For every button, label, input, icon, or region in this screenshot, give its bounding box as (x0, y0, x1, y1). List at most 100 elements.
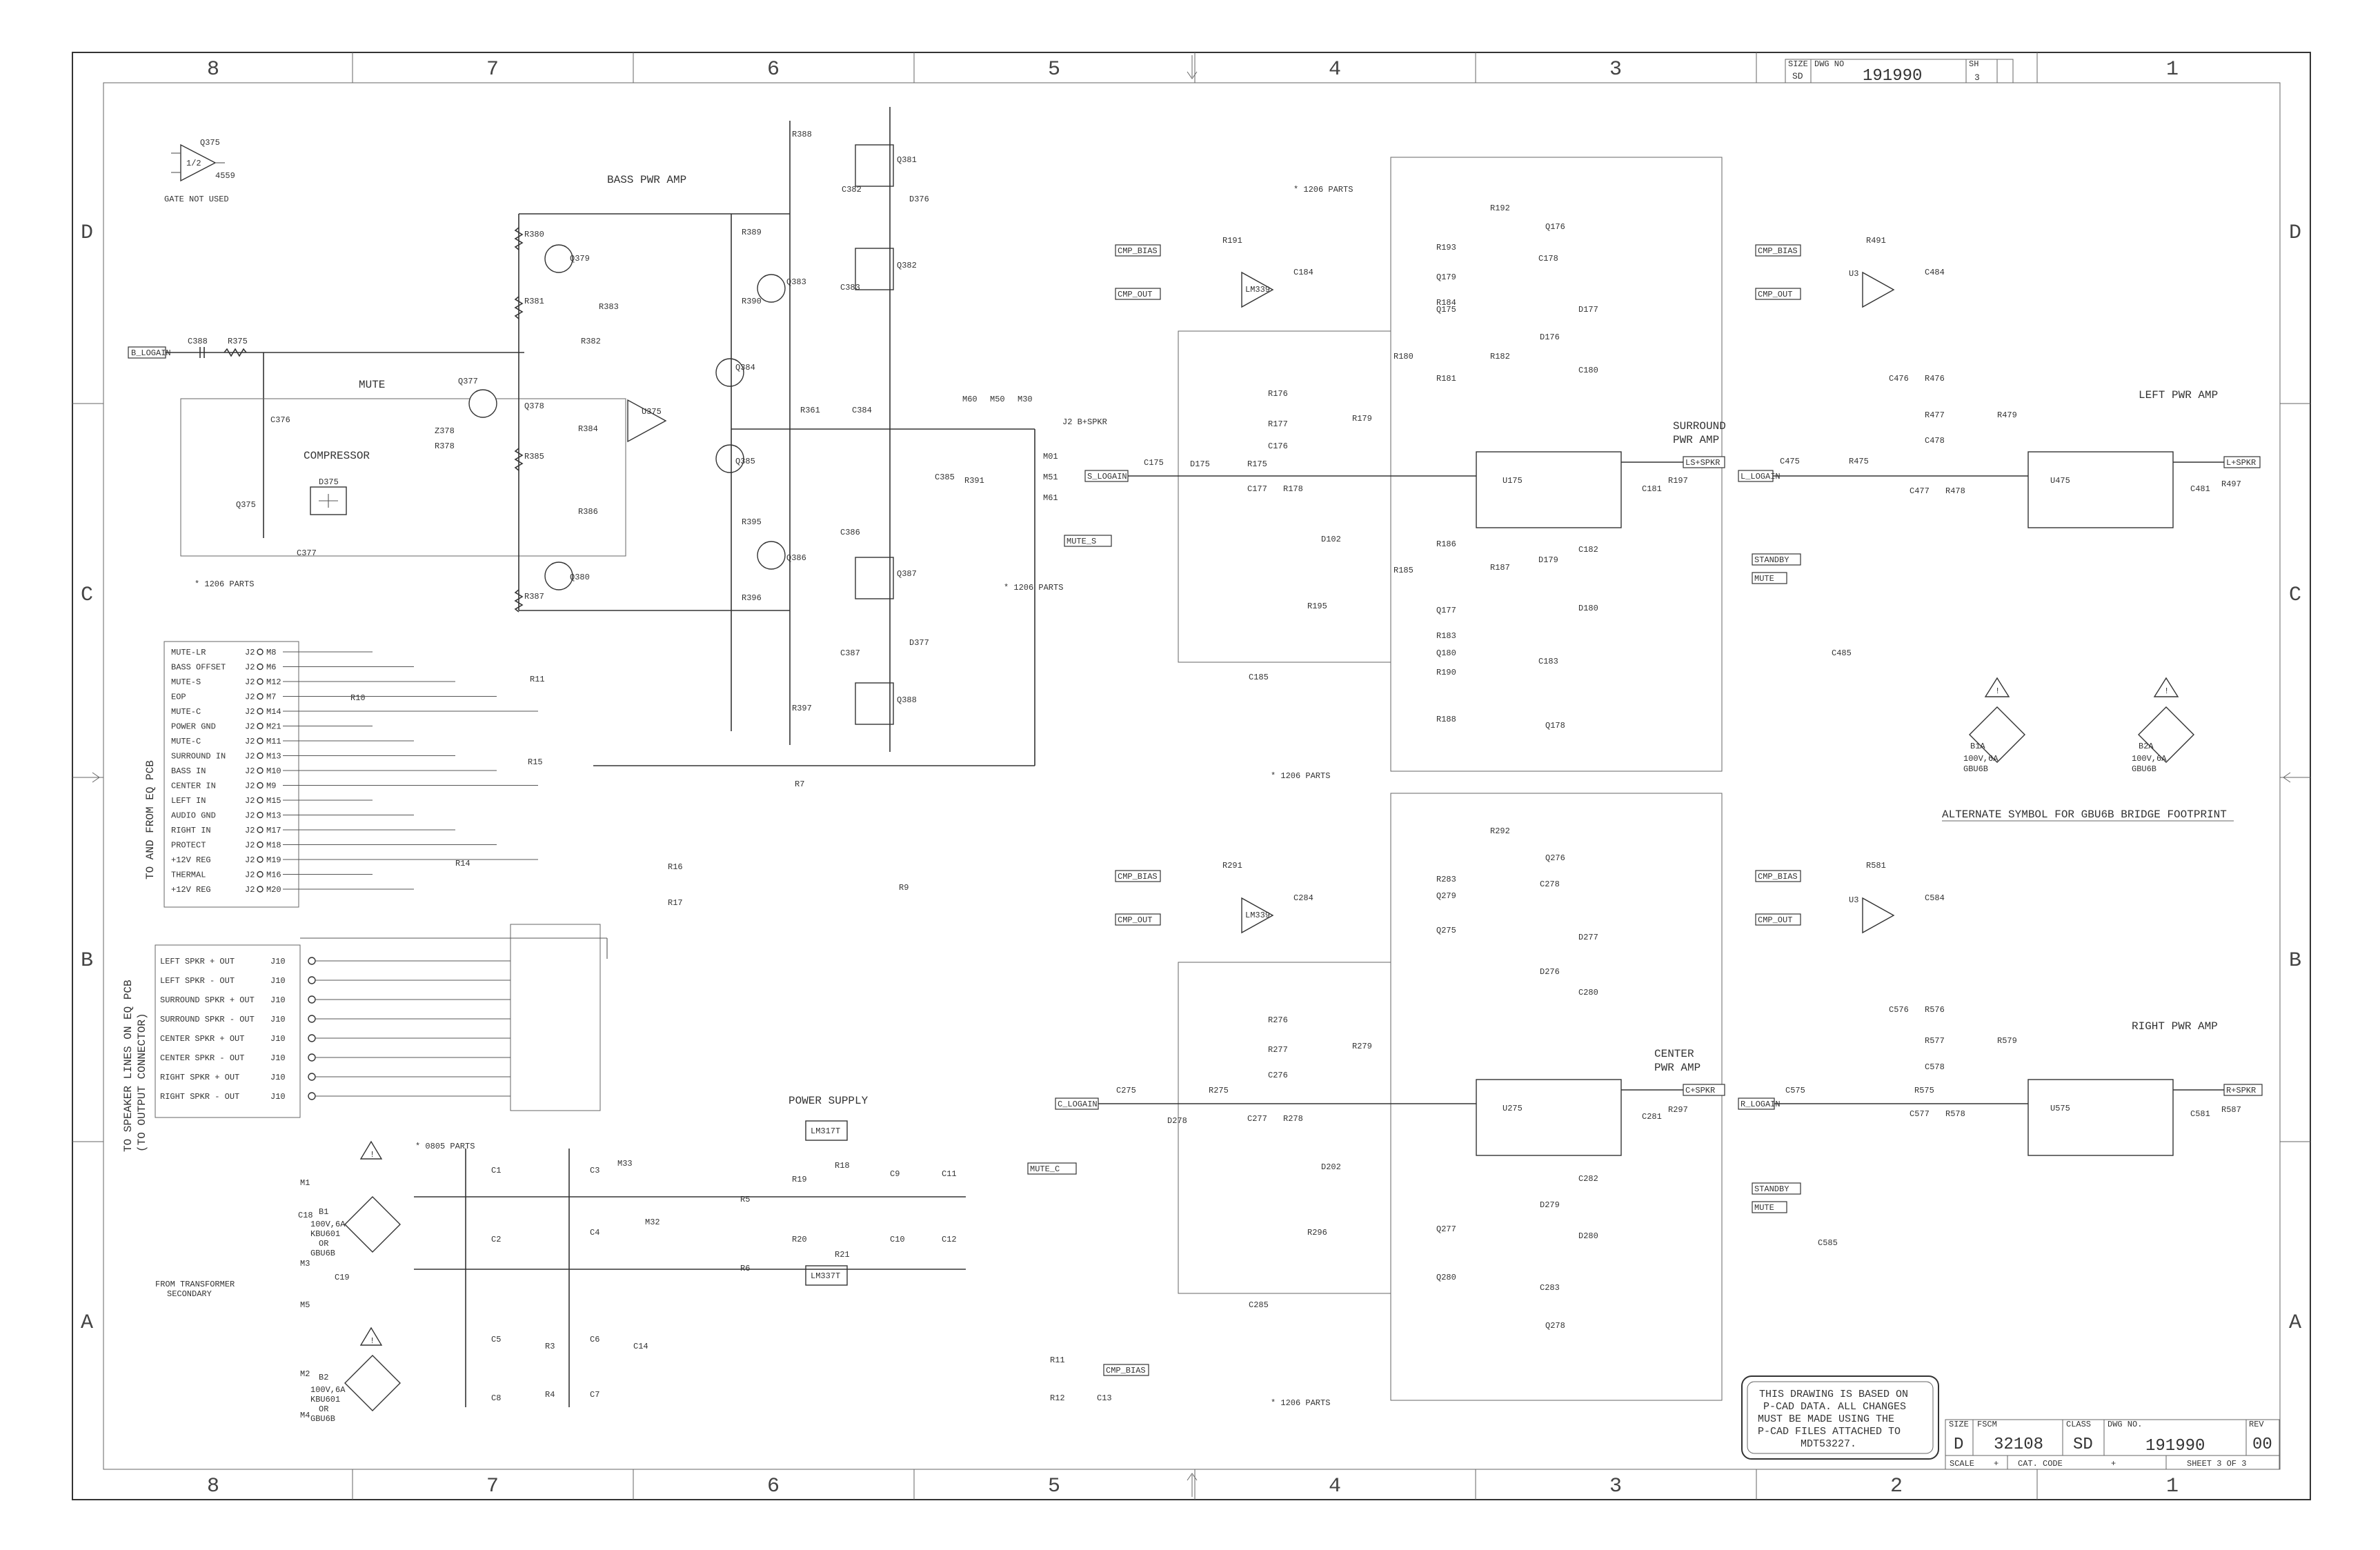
m61-label: M61 (1043, 493, 1058, 503)
c8-label: C8 (491, 1393, 501, 1403)
j2-pin-label: M21 (266, 722, 281, 732)
bass-amp-title: BASS PWR AMP (607, 174, 686, 186)
tb-size: D (1954, 1435, 1963, 1454)
zone-d-left: D (81, 221, 93, 245)
l-logain-tag: L_LOGAIN (1741, 472, 1781, 481)
r579-label: R579 (1997, 1036, 2017, 1046)
r197-label: R197 (1668, 476, 1688, 486)
q379-label: Q379 (570, 254, 590, 264)
r3-label: R3 (545, 1342, 555, 1351)
m60-label: M60 (962, 395, 978, 404)
cmp-out-tag-3: CMP_OUT (1118, 915, 1152, 925)
q375-half: 1/2 (186, 159, 201, 168)
drawing-frame (72, 52, 2311, 1500)
c382-label: C382 (842, 185, 862, 195)
c581-label: C581 (2190, 1109, 2210, 1119)
m51-label: M51 (1043, 473, 1058, 482)
right-amp-title: RIGHT PWR AMP (2132, 1020, 2218, 1033)
mute-tag-2: MUTE (1754, 1203, 1774, 1213)
r193-label: R193 (1436, 243, 1456, 252)
alt-symbol-caption: ALTERNATE SYMBOL FOR GBU6B BRIDGE FOOTPR… (1942, 808, 2227, 821)
c182-label: C182 (1578, 545, 1598, 555)
c383-label: C383 (840, 283, 860, 292)
d202-label: D202 (1321, 1162, 1341, 1172)
q383-label: Q383 (786, 277, 806, 287)
d175-label: D175 (1190, 459, 1210, 469)
r17-label: R17 (668, 898, 683, 908)
m1-label: M1 (300, 1178, 310, 1188)
q385-label: Q385 (735, 457, 755, 466)
c-logain-tag: C_LOGAIN (1058, 1100, 1098, 1109)
q381-label: Q381 (897, 155, 917, 165)
c1-label: C1 (491, 1166, 501, 1175)
b2-rating: 100V,6A (310, 1385, 346, 1395)
j2-pin-marker (257, 767, 264, 774)
c183-label: C183 (1538, 657, 1558, 666)
cmp-bias-tag-1: CMP_BIAS (1118, 246, 1158, 256)
u275-label: U275 (1503, 1104, 1523, 1113)
r390-label: R390 (742, 297, 762, 306)
notice-line-5: MDT53227. (1801, 1438, 1856, 1450)
u475-label: U475 (2050, 476, 2070, 486)
bass-in-tag-text: B_LOGAIN (131, 348, 171, 358)
b1-or: OR (319, 1239, 328, 1249)
j2-signal-name: RIGHT IN (171, 826, 211, 835)
j2-ref: J2 (245, 766, 255, 776)
r180-label: R180 (1394, 352, 1414, 361)
s-logain-tag: S_LOGAIN (1087, 472, 1127, 481)
c275-label: C275 (1116, 1086, 1136, 1095)
tb-top-dwg-no: 191990 (1863, 67, 1922, 86)
q384-label: Q384 (735, 363, 755, 372)
j2-pin-label: M10 (266, 766, 281, 776)
c6-label: C6 (590, 1335, 599, 1344)
q387-label: Q387 (897, 569, 917, 579)
tb-top-size-label: SIZE (1788, 59, 1808, 69)
speaker-pin-marker (308, 1034, 316, 1042)
r18-label: R18 (835, 1161, 850, 1171)
zone-6-bottom: 6 (767, 1475, 780, 1498)
zone-1-top: 1 (2166, 58, 2179, 81)
r479-label: R479 (1997, 410, 2017, 420)
r16-label: R16 (668, 862, 683, 872)
speaker-pin-marker (308, 1092, 316, 1100)
parts-1206-b: * 1206 PARTS (1004, 583, 1063, 593)
zone-5-bottom: 5 (1048, 1475, 1060, 1498)
j2-signal-name: THERMAL (171, 871, 206, 880)
j2-ref: J2 (245, 693, 255, 702)
j2-ref: J2 (245, 677, 255, 687)
d377-label: D377 (909, 638, 929, 648)
j2-pin-marker (257, 871, 264, 878)
u3-label: U3 (1849, 269, 1858, 279)
zone-2-bottom: 2 (1890, 1475, 1903, 1498)
notice-line-4: P-CAD FILES ATTACHED TO (1758, 1426, 1901, 1438)
r186-label: R186 (1436, 539, 1456, 549)
surround-pwr-amp: SURROUND PWR AMP * 1206 PARTS CMP_BIAS C… (1064, 157, 1726, 781)
notice-line-3: MUST BE MADE USING THE (1758, 1413, 1894, 1425)
speaker-pin-marker (308, 1053, 316, 1062)
r292-label: R292 (1490, 826, 1510, 836)
speaker-signal-name: SURROUND SPKR - OUT (160, 1015, 255, 1024)
j2-signal-name: EOP (171, 693, 186, 702)
r177-label: R177 (1268, 419, 1288, 429)
d279-label: D279 (1540, 1200, 1560, 1210)
speaker-vertical-label-2: (TO OUTPUT CONNECTOR) (136, 1013, 148, 1152)
b1-label: B1 (319, 1207, 328, 1217)
j2-pin-label: M16 (266, 871, 281, 880)
cmp-bias-tag-4: CMP_BIAS (1758, 872, 1798, 882)
b1-rating: 100V,6A (310, 1220, 346, 1229)
r386-label: R386 (578, 507, 598, 517)
power-supply-title: POWER SUPPLY (789, 1095, 869, 1107)
zone-labels-top: 8 7 6 5 4 3 1 (207, 58, 2179, 81)
c377-label: C377 (297, 548, 317, 558)
tb-dwg-label: DWG NO. (2108, 1420, 2142, 1429)
zone-labels-bottom: 8 7 6 5 4 3 2 1 (207, 1475, 2179, 1498)
q176-label: Q176 (1545, 222, 1565, 232)
b2-alt: GBU6B (310, 1414, 335, 1424)
zone-8-bottom: 8 (207, 1475, 219, 1498)
c476-label: C476 (1889, 374, 1909, 384)
r19-label: R19 (792, 1175, 807, 1184)
title-block-bottom: SIZE D FSCM 32108 CLASS SD DWG NO. 19199… (1945, 1419, 2280, 1470)
j2-ref: J2 (245, 663, 255, 673)
tb-class-label: CLASS (2066, 1420, 2091, 1429)
cmp-out-tag-1: CMP_OUT (1118, 290, 1152, 299)
